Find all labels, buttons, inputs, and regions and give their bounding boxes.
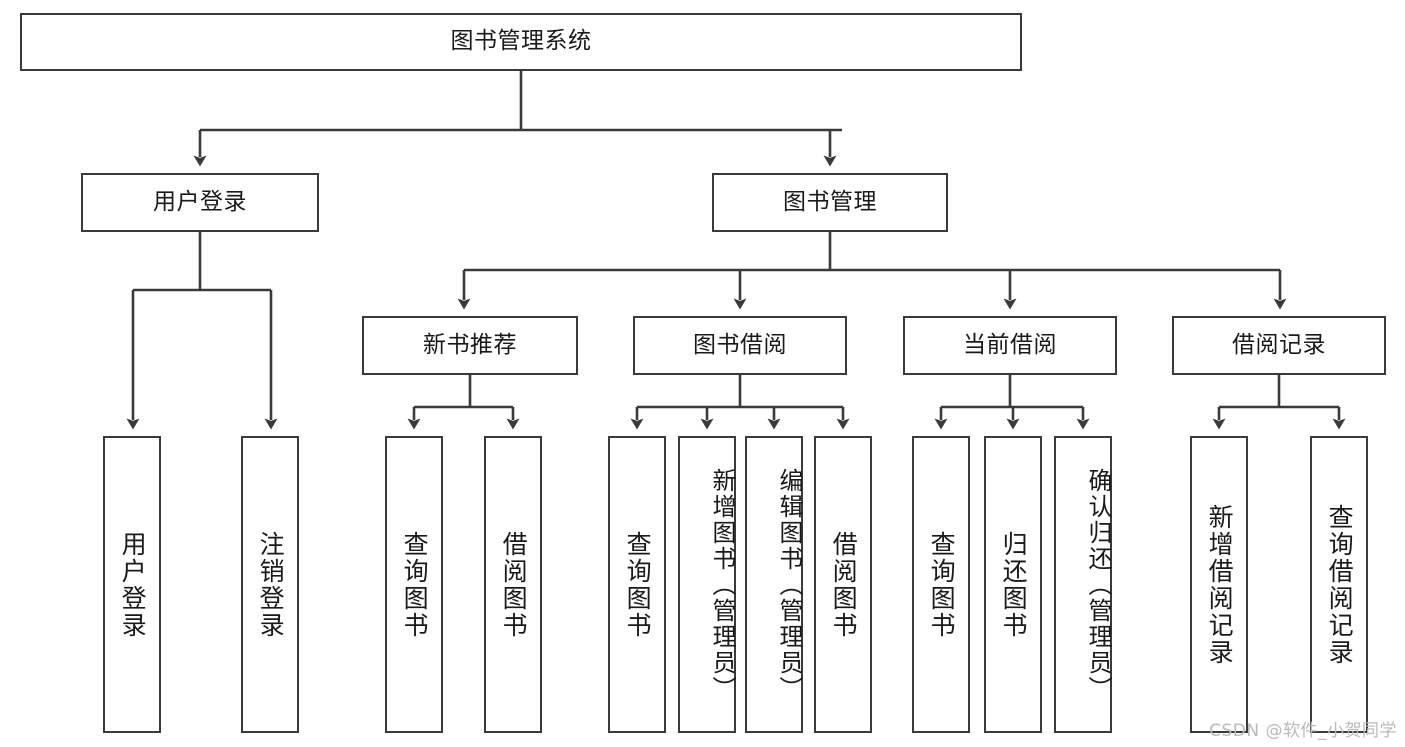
node-label: 借阅图书 xyxy=(829,530,859,639)
node-label: 新增图书（管理员） xyxy=(708,467,736,702)
node-label: 新增借阅记录 xyxy=(1205,503,1235,666)
node-label: 当前借阅 xyxy=(963,331,1057,358)
leaf-query-book-new-recommend[interactable]: 查询图书 xyxy=(385,436,443,733)
node-borrow-record[interactable]: 借阅记录 xyxy=(1172,316,1386,375)
node-label: 查询借阅记录 xyxy=(1325,503,1355,666)
node-label: 借阅记录 xyxy=(1232,331,1326,358)
leaf-user-login[interactable]: 用户登录 xyxy=(103,436,161,733)
node-label: 查询图书 xyxy=(400,530,430,639)
node-label: 注销登录 xyxy=(256,530,286,639)
node-label: 借阅图书 xyxy=(499,530,529,639)
node-book-borrow[interactable]: 图书借阅 xyxy=(633,316,847,375)
leaf-query-book-current[interactable]: 查询图书 xyxy=(912,436,970,733)
node-label: 查询图书 xyxy=(927,530,957,639)
node-label: 归还图书 xyxy=(999,530,1029,639)
node-root-system[interactable]: 图书管理系统 xyxy=(20,13,1022,71)
leaf-logout[interactable]: 注销登录 xyxy=(241,436,299,733)
leaf-confirm-return-admin[interactable]: 确认归还（管理员） xyxy=(1054,436,1112,733)
leaf-add-book-admin[interactable]: 新增图书（管理员） xyxy=(678,436,736,733)
node-label: 图书管理系统 xyxy=(450,28,592,55)
csdn-watermark: CSDN @软件_小贺同学 xyxy=(1209,721,1397,741)
node-label: 用户登录 xyxy=(118,530,148,639)
node-current-borrow[interactable]: 当前借阅 xyxy=(903,316,1117,375)
leaf-query-borrow-record[interactable]: 查询借阅记录 xyxy=(1310,436,1368,733)
node-book-manage[interactable]: 图书管理 xyxy=(712,173,948,232)
node-label: 用户登录 xyxy=(153,188,247,215)
leaf-borrow-book-new-recommend[interactable]: 借阅图书 xyxy=(484,436,542,733)
leaf-add-borrow-record[interactable]: 新增借阅记录 xyxy=(1190,436,1248,733)
node-user-login[interactable]: 用户登录 xyxy=(81,173,319,232)
node-label: 确认归还（管理员） xyxy=(1084,467,1112,702)
leaf-return-book[interactable]: 归还图书 xyxy=(984,436,1042,733)
node-label: 新书推荐 xyxy=(423,331,517,358)
leaf-query-book-borrow[interactable]: 查询图书 xyxy=(608,436,666,733)
node-label: 查询图书 xyxy=(623,530,653,639)
node-new-book-recommend[interactable]: 新书推荐 xyxy=(362,316,578,375)
leaf-borrow-book-borrow[interactable]: 借阅图书 xyxy=(814,436,872,733)
node-label: 编辑图书（管理员） xyxy=(775,467,803,702)
node-label: 图书借阅 xyxy=(693,331,787,358)
leaf-edit-book-admin[interactable]: 编辑图书（管理员） xyxy=(745,436,803,733)
node-label: 图书管理 xyxy=(783,188,877,215)
